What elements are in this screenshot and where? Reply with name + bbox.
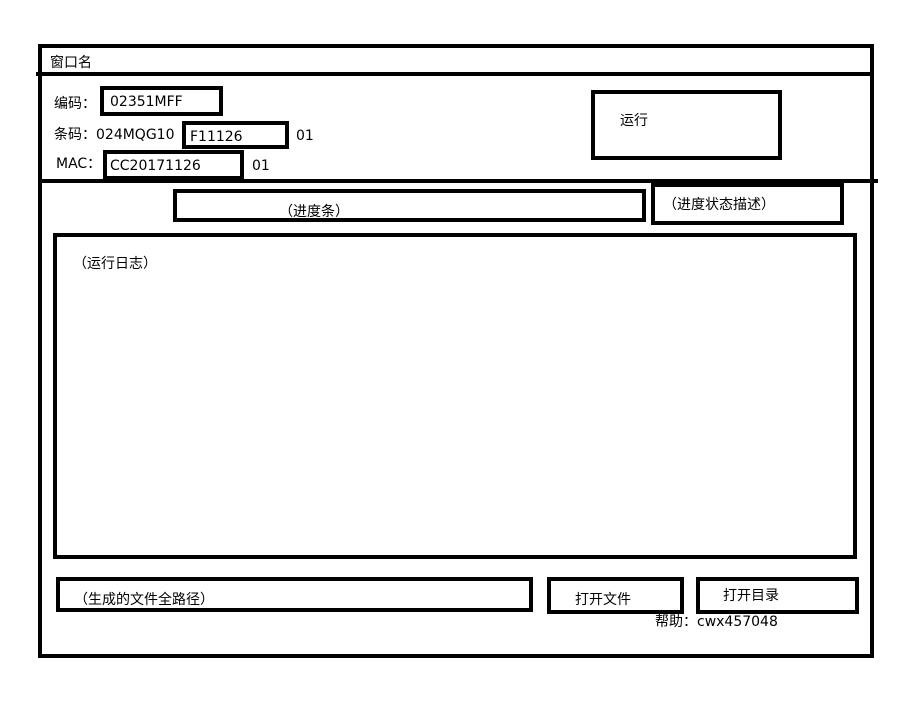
run-button-label: 运行: [620, 113, 648, 129]
header-divider: [40, 179, 878, 183]
run-log[interactable]: （运行日志）: [53, 233, 857, 559]
help-label: 帮助：: [655, 614, 697, 630]
run-log-placeholder: （运行日志）: [73, 256, 157, 272]
output-path-field[interactable]: （生成的文件全路径）: [56, 577, 533, 612]
open-file-button[interactable]: 打开文件: [547, 577, 684, 614]
open-dir-button-label: 打开目录: [723, 588, 779, 604]
title-divider: [36, 72, 870, 76]
open-dir-button[interactable]: 打开目录: [696, 577, 859, 614]
barcode-value: F11126: [190, 129, 243, 145]
mac-label: MAC：: [56, 156, 102, 172]
mac-value: CC20171126: [110, 158, 201, 174]
code-field[interactable]: 02351MFF: [100, 86, 223, 116]
help-text: 帮助：cwx457048: [655, 615, 778, 629]
progress-status: （进度状态描述）: [651, 183, 844, 225]
barcode-field[interactable]: F11126: [182, 121, 289, 149]
code-value: 02351MFF: [110, 94, 183, 110]
barcode-label: 条码：024MQG10: [54, 128, 174, 142]
barcode-prefix: 024MQG10: [96, 127, 175, 143]
progress-bar-label: （进度条）: [279, 204, 349, 220]
progress-bar: （进度条）: [173, 189, 646, 222]
run-button[interactable]: 运行: [591, 90, 782, 160]
mac-suffix: 01: [252, 158, 270, 174]
output-path-placeholder: （生成的文件全路径）: [74, 592, 214, 608]
open-file-button-label: 打开文件: [575, 592, 631, 608]
barcode-label-text: 条码：: [54, 127, 96, 143]
window-title: 窗口名: [50, 55, 92, 71]
mac-field[interactable]: CC20171126: [103, 150, 244, 180]
code-label: 编码：: [54, 96, 96, 112]
barcode-suffix: 01: [296, 128, 314, 144]
help-contact: cwx457048: [697, 614, 778, 630]
progress-status-label: （进度状态描述）: [663, 197, 775, 213]
